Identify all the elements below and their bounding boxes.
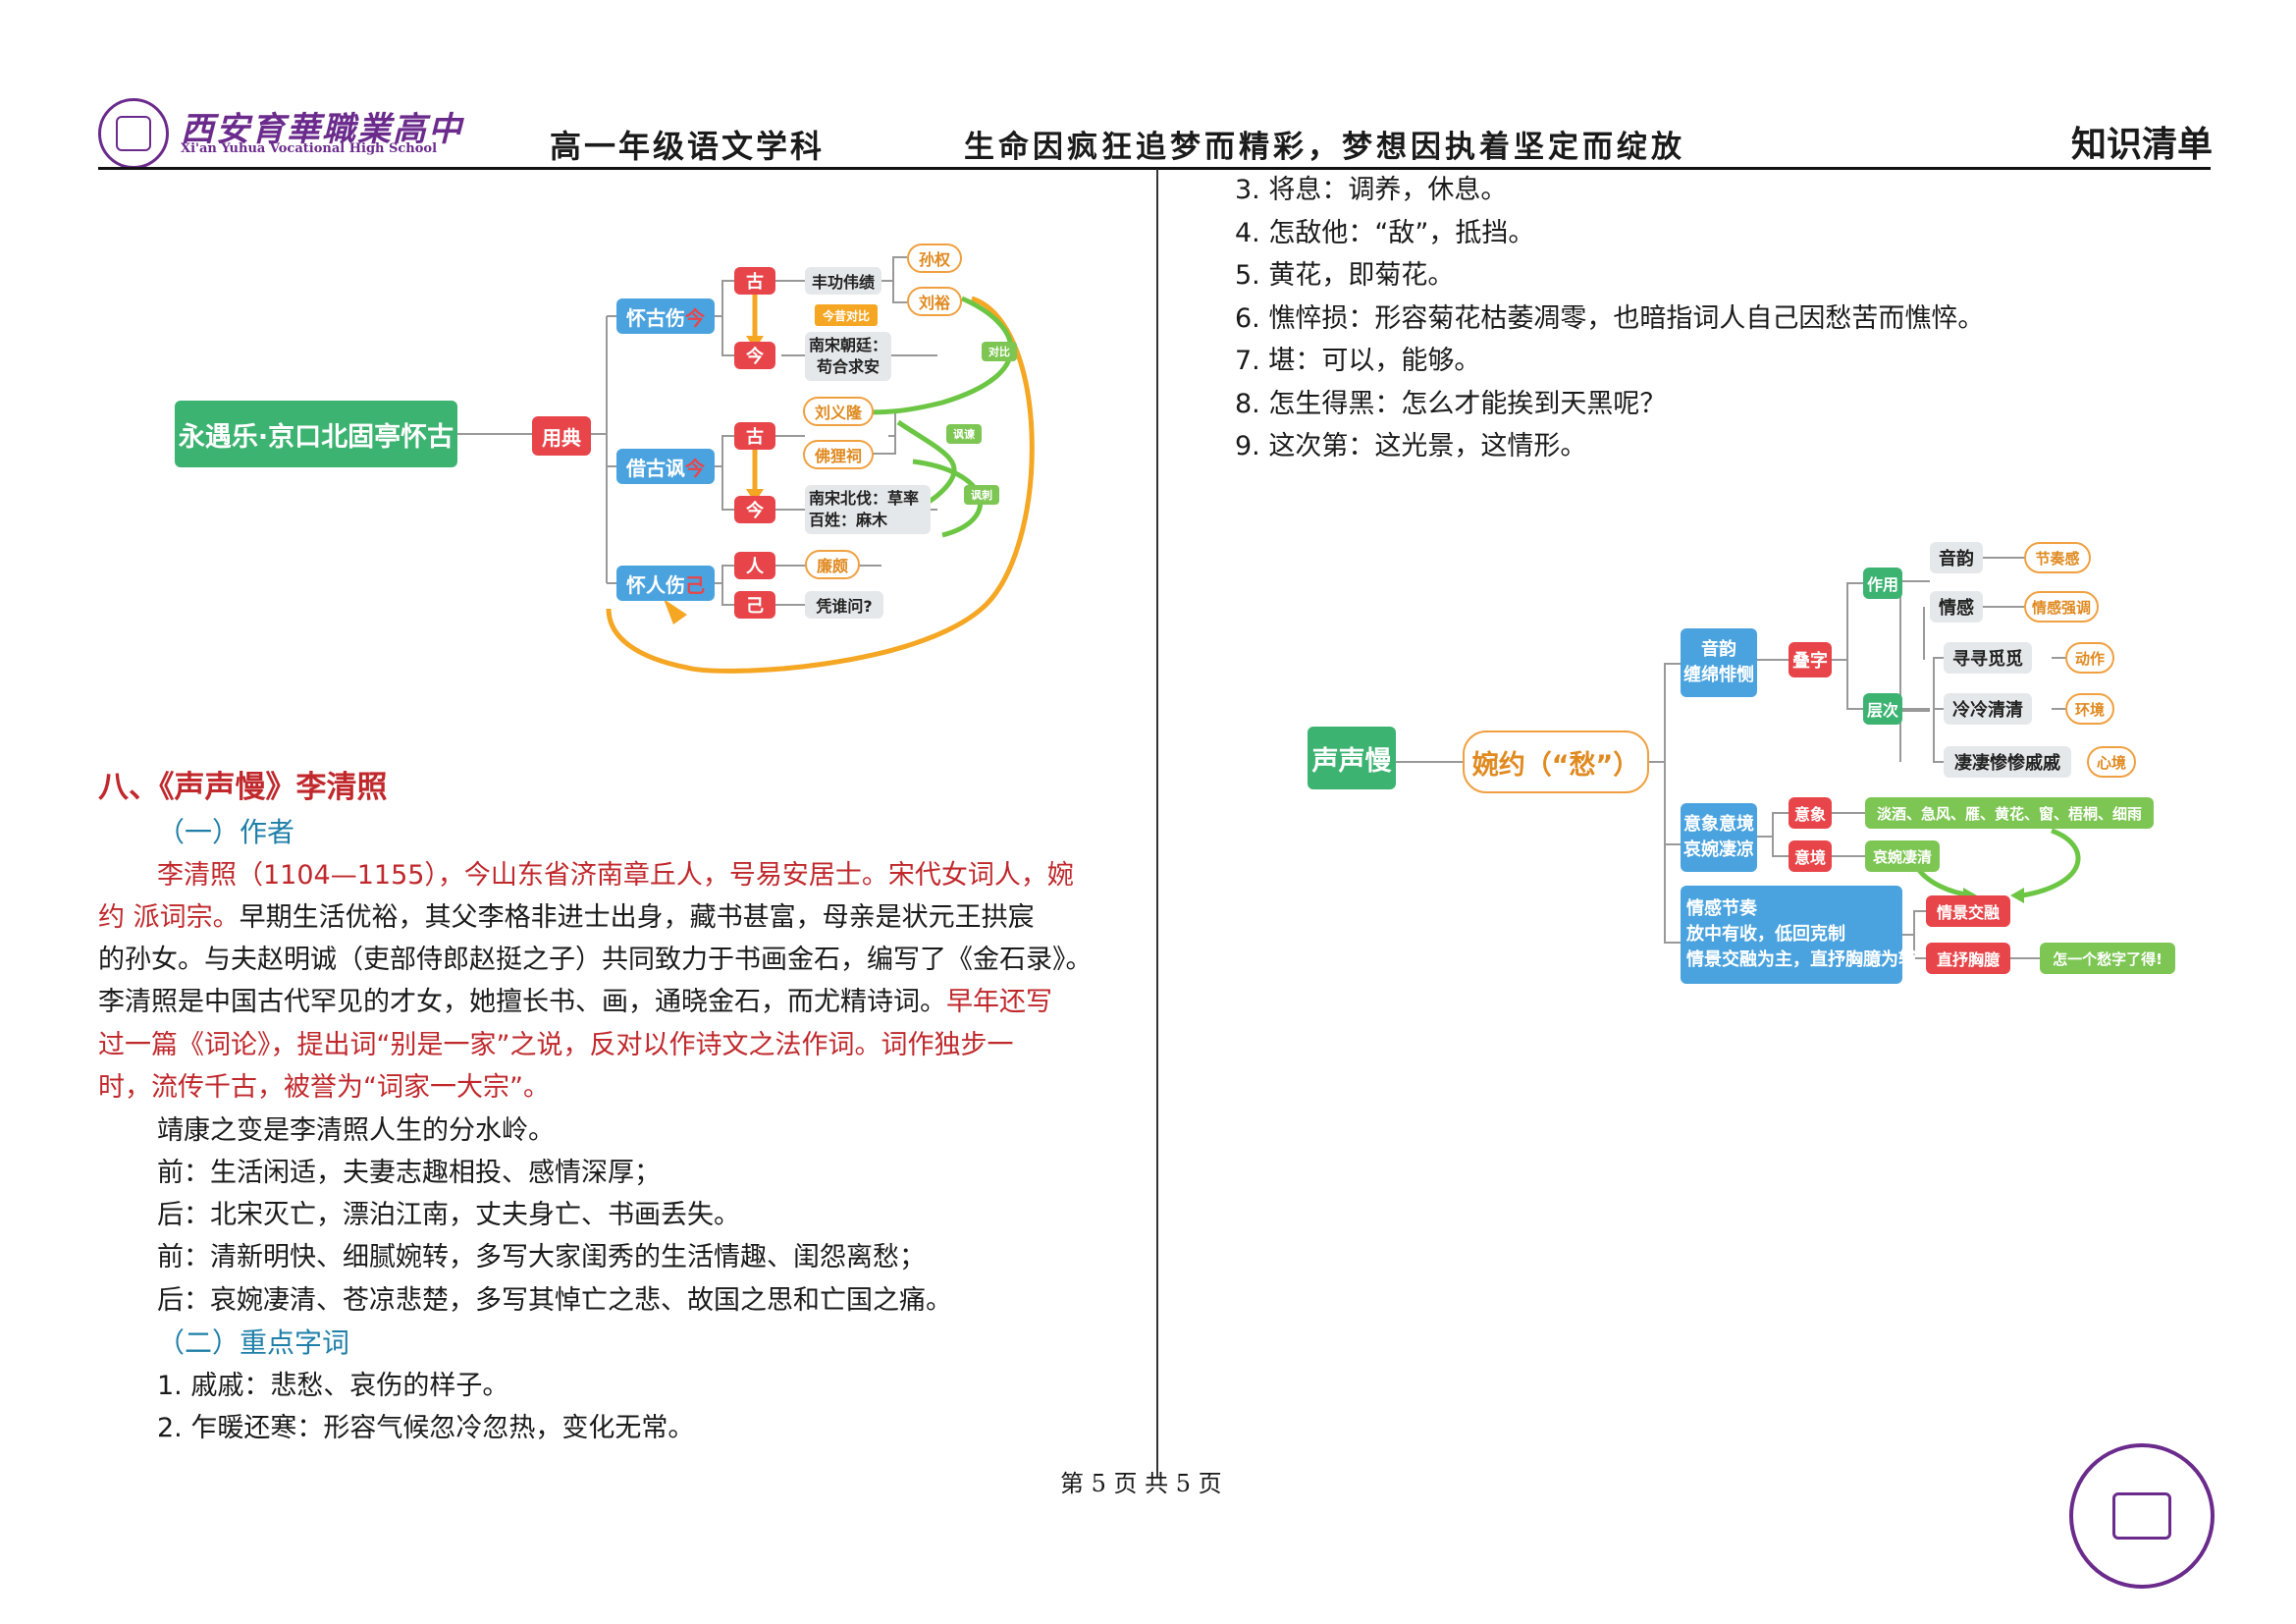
page-number: 第 5 页 共 5 页 bbox=[1060, 1470, 1222, 1497]
rmap-cengci: 层次 bbox=[1863, 693, 1902, 725]
rmap-huanjing: 环境 bbox=[2065, 693, 2114, 725]
word-4: 4. 怎敌他：“敌”，抵挡。 bbox=[1235, 218, 1535, 248]
rmap-xinjing: 心境 bbox=[2087, 746, 2136, 778]
lmap-lianpo: 廉颇 bbox=[805, 550, 860, 579]
subsection-words: （二）重点字词 bbox=[157, 1326, 350, 1359]
rmap-yixiang: 意象 bbox=[1789, 797, 1832, 829]
lmap-branch-3: 怀人伤己 bbox=[616, 566, 715, 601]
section-heading-8: 八、《声声慢》李清照 bbox=[98, 770, 388, 805]
lmap-duibi-tag: 对比 bbox=[982, 342, 1017, 361]
lmap-fengci-tag: 讽刺 bbox=[964, 485, 999, 505]
subsection-author: （一）作者 bbox=[157, 816, 295, 848]
word-8: 8. 怎生得黑：怎么才能挨到天黑呢？ bbox=[1235, 389, 1667, 419]
lmap-branch-2: 借古讽今 bbox=[616, 449, 715, 484]
lmap-fulici: 佛狸祠 bbox=[803, 440, 874, 469]
lmap-ji: 己 bbox=[734, 591, 775, 619]
author-para-line-1: 李清照（1104—1155），今山东省济南章丘人，号易安居士。宋代女词人，婉 bbox=[157, 860, 1074, 891]
rmap-qingjing-jiaorong: 情景交融 bbox=[1926, 895, 2010, 927]
subject-title: 高一年级语文学科 bbox=[550, 128, 826, 165]
rmap-jiezougan: 节奏感 bbox=[2024, 542, 2091, 573]
word-1: 1. 戚戚：悲愁、哀伤的样子。 bbox=[157, 1371, 509, 1401]
motto: 生命因疯狂追梦而精彩，梦想因执着坚定而绽放 bbox=[964, 130, 1685, 165]
school-seal-inner bbox=[2112, 1492, 2171, 1540]
lmap-jinxi-label: 今昔对比 bbox=[815, 304, 878, 326]
word-9: 9. 这次第：这光景，这情形。 bbox=[1235, 431, 1587, 461]
rmap-dongzuo: 动作 bbox=[2065, 642, 2114, 674]
word-7: 7. 堪：可以，能够。 bbox=[1235, 346, 1481, 376]
life-line-1: 靖康之变是李清照人生的分水岭。 bbox=[157, 1115, 555, 1146]
lmap-jiejian-tag: 讽谏 bbox=[946, 424, 982, 444]
rmap-yixiang-list: 淡酒、急风、雁、黄花、窗、梧桐、细雨 bbox=[1865, 797, 2154, 829]
school-name-en: Xi'an Yuhua Vocational High School bbox=[181, 141, 438, 156]
doc-type-title: 知识清单 bbox=[2071, 125, 2214, 165]
school-seal-stamp bbox=[2069, 1443, 2215, 1589]
life-line-2: 前：生活闲适，夫妻志趣相投、感情深厚； bbox=[157, 1158, 661, 1188]
rmap-yinyun-branch: 音韵缠绵悱恻 bbox=[1681, 628, 1757, 697]
life-line-5: 后：哀婉凄清、苍凉悲楚，多写其悼亡之悲、故国之思和亡国之痛。 bbox=[157, 1285, 952, 1316]
lmap-fenggong: 丰功伟绩 bbox=[805, 267, 881, 295]
lmap-nansong-chaoting: 南宋朝廷：苟合求安 bbox=[805, 332, 891, 381]
author-para-line-5: 过一篇《词论》，提出词“别是一家”之说，反对以作诗文之法作词。词作独步一 bbox=[98, 1030, 1014, 1060]
word-6: 6. 憔悴损：形容菊花枯萎凋零，也暗指词人自己因愁苦而憔悴。 bbox=[1235, 303, 1985, 334]
life-line-3: 后：北宋灭亡，漂泊江南，丈夫身亡、书画丢失。 bbox=[157, 1200, 740, 1230]
word-3: 3. 将息：调养，休息。 bbox=[1235, 175, 1508, 205]
rmap-xunxun: 寻寻觅觅 bbox=[1944, 642, 2032, 674]
rmap-diezi: 叠字 bbox=[1789, 642, 1832, 677]
school-logo-inner bbox=[116, 116, 151, 151]
author-para-line-3: 的孙女。与夫赵明诚（吏部侍郎赵挺之子）共同致力于书画金石，编写了《金石录》。 bbox=[98, 945, 1093, 975]
author-para-line-2: 约 派词宗。早期生活优裕，其父李格非进士出身，藏书甚富，母亲是状元王拱宸 bbox=[98, 902, 1035, 933]
lmap-pingshuiwen: 凭谁问? bbox=[805, 591, 883, 619]
rmap-aiwan-qiqing: 哀婉凄清 bbox=[1865, 840, 1940, 872]
rmap-qiqi: 凄凄惨惨戚戚 bbox=[1944, 746, 2071, 778]
rmap-zuoyong: 作用 bbox=[1863, 568, 1902, 599]
word-2: 2. 乍暖还寒：形容气候忽冷忽热，变化无常。 bbox=[157, 1413, 695, 1443]
lmap-liuyilong: 刘义隆 bbox=[803, 397, 874, 426]
lmap-node-yongdian: 用典 bbox=[532, 416, 591, 456]
school-name-cn: 西安育華職業高中 bbox=[181, 110, 463, 149]
lmap-gu-1: 古 bbox=[734, 267, 775, 295]
rmap-qinggan-qiangdiao: 情感强调 bbox=[2024, 591, 2099, 623]
lmap-jin-2: 今 bbox=[734, 496, 775, 523]
rmap-qinggan-leaf: 情感 bbox=[1930, 591, 1983, 623]
lmap-nansong-beifa: 南宋北伐：草率百姓：麻木 bbox=[805, 485, 931, 534]
lmap-gu-2: 古 bbox=[734, 422, 775, 450]
lmap-root: 永遇乐·京口北固亭怀古 bbox=[175, 401, 457, 467]
lmap-jin-1: 今 bbox=[734, 342, 775, 369]
rmap-zhishu-xiongyi: 直抒胸臆 bbox=[1926, 943, 2010, 974]
lmap-branch-1: 怀古伤今 bbox=[616, 298, 715, 334]
rmap-root: 声声慢 bbox=[1308, 727, 1396, 789]
rmap-yijing: 意境 bbox=[1789, 840, 1832, 872]
author-para-line-4: 李清照是中国古代罕见的才女，她擅长书、画，通晓金石，而尤精诗词。早年还写 bbox=[98, 987, 1052, 1017]
rmap-yinyun-leaf: 音韵 bbox=[1930, 542, 1983, 573]
lmap-liuyu: 刘裕 bbox=[907, 287, 962, 316]
rmap-wanyue: 婉约（“愁”） bbox=[1463, 731, 1649, 793]
header-rule bbox=[98, 167, 2211, 170]
author-para-line-6: 时，流传千古，被誉为“词家一大宗”。 bbox=[98, 1072, 550, 1103]
rmap-zenyige: 怎一个愁字了得! bbox=[2040, 943, 2175, 974]
rmap-lengleng: 冷冷清清 bbox=[1944, 693, 2032, 725]
column-divider bbox=[1156, 169, 1158, 1477]
life-line-4: 前：清新明快、细腻婉转，多写大家闺秀的生活情趣、闺怨离愁； bbox=[157, 1242, 926, 1272]
rmap-qinggan-branch: 情感节奏放中有收，低回克制情景交融为主，直抒胸臆为辅 bbox=[1681, 886, 1916, 984]
lmap-sunquan: 孙权 bbox=[907, 244, 962, 273]
rmap-yixiang-branch: 意象意境哀婉凄凉 bbox=[1681, 803, 1757, 872]
lmap-ren: 人 bbox=[734, 552, 775, 579]
word-5: 5. 黄花，即菊花。 bbox=[1235, 260, 1455, 291]
